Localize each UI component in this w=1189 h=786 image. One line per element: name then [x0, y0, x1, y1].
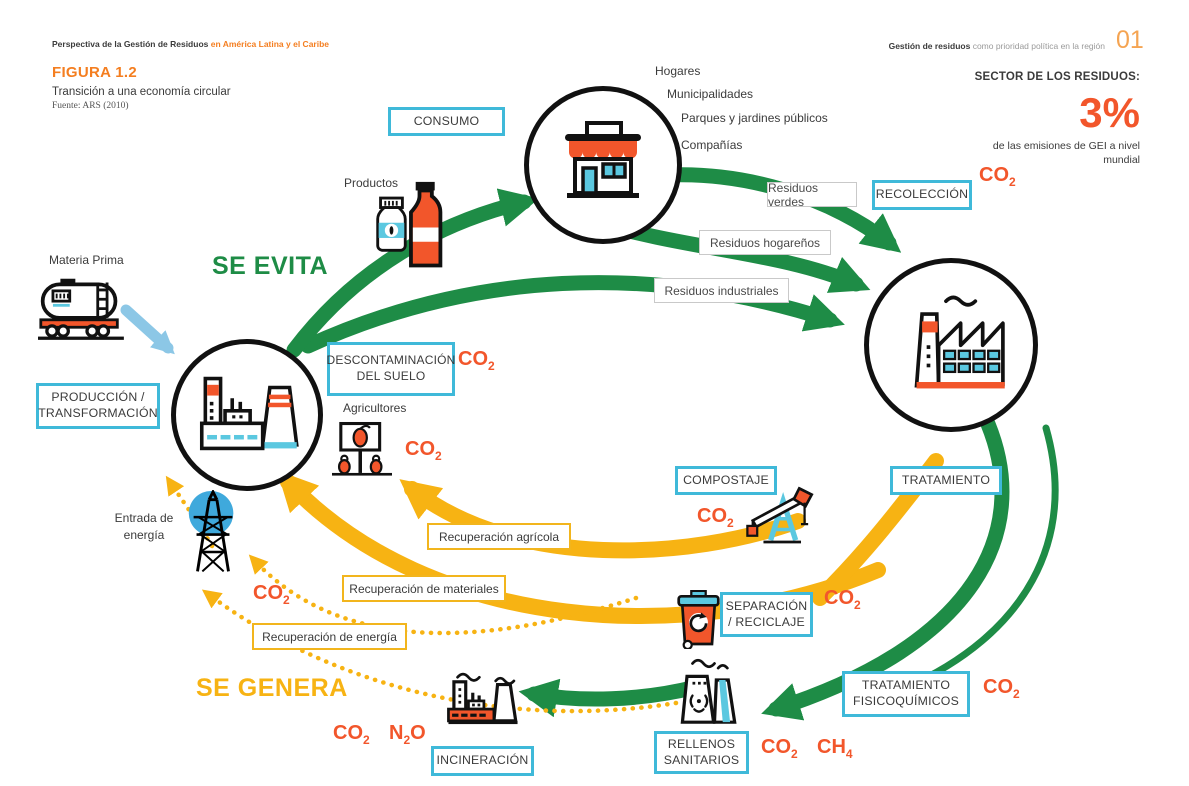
produccion-node-circle	[171, 339, 323, 491]
recycle-bin-icon	[677, 590, 720, 650]
emission-compostaje-co2: CO2	[697, 505, 734, 530]
arrow-tratamiento-outer	[901, 424, 1059, 692]
page-number: 01	[1116, 26, 1144, 54]
store-icon	[565, 121, 641, 198]
arrow-recuperacion-energia-1	[248, 554, 639, 636]
process-box-compostaje: COMPOSTAJE	[675, 466, 777, 495]
emission-separacion-co2: CO2	[824, 587, 861, 612]
process-box-rellenos: RELLENOS SANITARIOS	[654, 731, 749, 774]
oil-derrick-icon	[746, 486, 814, 544]
recovery-box-materiales: Recuperación de materiales	[342, 575, 506, 602]
process-box-consumo: CONSUMO	[388, 107, 505, 136]
incinerator-icon	[447, 672, 518, 725]
factory-icon	[914, 295, 1005, 389]
process-box-tratamiento-fisicoquimicos: TRATAMIENTO FISICOQUÍMICOS	[842, 671, 970, 717]
arrow-produccion-consumo	[286, 188, 540, 358]
generator-municipalidades: Municipalidades	[667, 87, 754, 101]
header-left: Perspectiva de la Gestión de Residuos en…	[52, 39, 329, 49]
arrow-materia-prima	[120, 304, 175, 355]
recovery-box-agricola: Recuperación agrícola	[427, 523, 571, 550]
stat-value: 3%	[1079, 88, 1140, 136]
generator-hogares: Hogares	[655, 64, 701, 78]
arrow-rellenos-incineracion	[518, 678, 704, 718]
power-pylon-icon	[188, 490, 234, 573]
cooling-towers-icon	[680, 658, 737, 724]
figure-title: Transición a una economía circular	[52, 86, 231, 98]
stream-box-residuos-hogarenos: Residuos hogareños	[699, 230, 831, 255]
emission-tratamiento-fq-co2: CO2	[983, 676, 1020, 701]
process-box-descontaminacion: DESCONTAMINACIÓN DEL SUELO	[327, 342, 455, 396]
emission-rellenos-ch4: CH4	[817, 736, 853, 761]
header-right-subtitle: como prioridad política en la región	[972, 41, 1105, 51]
label-se-evita: SE EVITA	[212, 252, 329, 280]
emission-descontaminacion-co2: CO2	[458, 348, 495, 373]
consumo-node-circle	[524, 86, 682, 244]
generator-companias: Compañías	[681, 138, 743, 152]
header-left-region: en América Latina y el Caribe	[210, 39, 330, 49]
arrow-recuperacion-energia-2	[201, 589, 679, 714]
label-se-genera: SE GENERA	[196, 674, 348, 702]
emission-rellenos-co2: CO2	[761, 736, 798, 761]
stat-caption: de las emisiones de GEI a nivel mundial	[992, 139, 1140, 167]
production-plant-icon	[199, 376, 299, 450]
process-box-recoleccion: RECOLECCIÓN	[872, 180, 972, 210]
figure-source: Fuente: ARS (2010)	[52, 101, 129, 111]
process-box-incineracion: INCINERACIÓN	[431, 746, 534, 776]
emission-energia-co2: CO2	[253, 582, 290, 607]
recovery-box-energia: Recuperación de energía	[252, 623, 407, 650]
stream-box-residuos-industriales: Residuos industriales	[654, 278, 789, 303]
stat-block: SECTOR DE LOS RESIDUOS: 3% de las emisio…	[970, 70, 1140, 167]
header-left-title: Perspectiva de la Gestión de Residuos	[52, 39, 209, 49]
label-entrada-energia: Entrada de energía	[114, 511, 174, 542]
process-box-separacion: SEPARACIÓN / RECICLAJE	[720, 592, 813, 637]
emission-incineracion-co2: CO2	[333, 722, 370, 747]
header-right-title: Gestión de residuos	[888, 41, 971, 51]
bottles-icon	[376, 181, 443, 268]
emission-incineracion-n2o: N2O	[389, 722, 426, 747]
farmers-sign-icon	[332, 421, 392, 476]
label-agricultores: Agricultores	[343, 401, 407, 415]
header-right: Gestión de residuos como prioridad polít…	[889, 41, 1105, 51]
emission-agricultores-co2: CO2	[405, 438, 442, 463]
figure-label: FIGURA 1.2	[52, 64, 137, 81]
process-box-tratamiento: TRATAMIENTO	[890, 466, 1002, 495]
tanker-railcar-icon	[38, 278, 124, 340]
stat-heading: SECTOR DE LOS RESIDUOS:	[974, 71, 1140, 83]
stream-box-residuos-verdes: Residuos verdes	[767, 181, 857, 209]
process-box-produccion: PRODUCCIÓN / TRANSFORMACIÓN	[36, 383, 160, 429]
tratamiento-node-circle	[864, 258, 1038, 432]
label-materia-prima: Materia Prima	[49, 253, 124, 267]
generator-parques: Parques y jardines públicos	[681, 111, 828, 125]
label-productos: Productos	[344, 176, 399, 190]
emission-recoleccion-co2: CO2	[979, 164, 1016, 189]
